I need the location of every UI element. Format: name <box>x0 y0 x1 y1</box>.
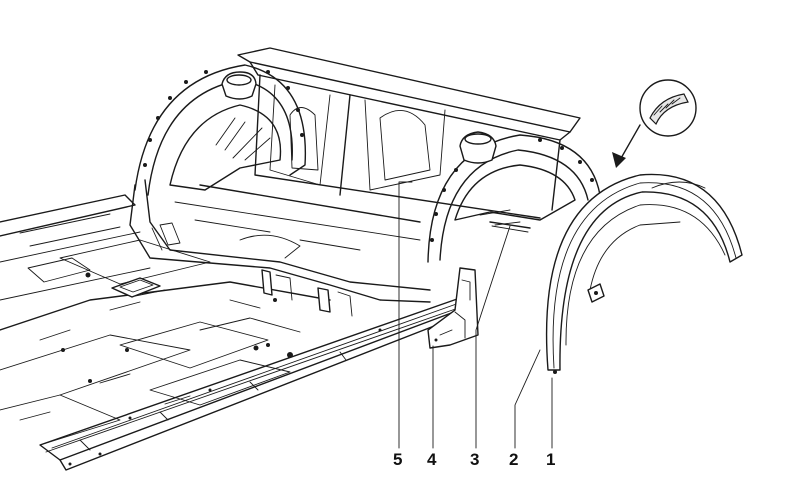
callout-4: 4 <box>427 450 437 469</box>
callout-2: 2 <box>509 450 519 469</box>
rear-cross-member <box>129 179 431 317</box>
side-sill <box>39 297 471 471</box>
callout-5: 5 <box>393 450 403 469</box>
inner-wheel-housing <box>427 131 601 263</box>
mounting-bracket <box>427 267 479 349</box>
detail-inset <box>612 79 697 168</box>
rear-panel <box>237 47 581 219</box>
floor-pan <box>0 194 331 446</box>
rear-fender <box>545 173 743 374</box>
left-wheel-arch <box>134 64 307 196</box>
seal-strip-part <box>489 221 531 233</box>
callout-1: 1 <box>546 450 556 469</box>
leader-lines <box>398 181 553 449</box>
callout-3: 3 <box>470 450 480 469</box>
